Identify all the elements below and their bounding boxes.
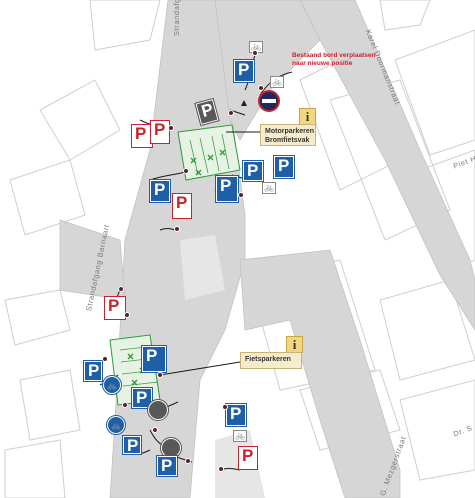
building-block bbox=[379, 279, 475, 381]
parking-letter: P bbox=[161, 456, 173, 475]
callout-motorparkeren: Motorparkeren Bromfietsvak bbox=[260, 124, 316, 146]
parking-letter: P bbox=[238, 60, 250, 79]
anchor-dot bbox=[157, 372, 163, 378]
red-note-line2: naar nieuwe positie bbox=[292, 60, 353, 67]
parking-sign-red-3[interactable]: P bbox=[172, 193, 192, 219]
parking-sign-blue-6[interactable]: P bbox=[141, 345, 167, 373]
bike-icon: 🚲 bbox=[235, 431, 245, 440]
parking-sign-red-5[interactable]: P bbox=[238, 446, 258, 470]
parking-sign-red-2[interactable]: P bbox=[150, 120, 170, 144]
parking-sign-red-4[interactable]: P bbox=[104, 296, 126, 320]
bike-sign-small-4[interactable]: 🚲 bbox=[233, 430, 247, 442]
parking-letter: P bbox=[176, 193, 188, 212]
no-bike-sign[interactable] bbox=[147, 399, 169, 421]
anchor-dot bbox=[183, 168, 189, 174]
parking-sign-blue-2[interactable]: P bbox=[215, 175, 239, 203]
parking-sign-moped-top[interactable]: P bbox=[233, 59, 255, 83]
anchor-dot bbox=[222, 404, 228, 410]
parking-sign-blue-9[interactable]: P bbox=[122, 435, 142, 455]
street-label-strandafgang: Strandafgang bbox=[172, 0, 181, 36]
anchor-dot bbox=[228, 110, 234, 116]
callout-fietsparkeren: Fietsparkeren bbox=[240, 352, 302, 369]
red-note-line1: Bestaand bord verplaatsen bbox=[292, 52, 376, 59]
bike-icon: 🚲 bbox=[107, 380, 117, 390]
parking-sign-blue-7[interactable]: P bbox=[131, 387, 153, 409]
red-note: Bestaand bord verplaatsen naar nieuwe po… bbox=[292, 52, 375, 68]
bike-icon: 🚲 bbox=[251, 42, 261, 51]
parking-sign-blue-8[interactable]: P bbox=[156, 455, 178, 477]
parking-letter: P bbox=[220, 176, 232, 195]
building-block bbox=[4, 289, 71, 346]
road-mezger bbox=[239, 249, 401, 498]
building-block bbox=[4, 439, 66, 498]
bike-sign-small-2[interactable]: 🚲 bbox=[270, 76, 284, 88]
arrow-up-icon bbox=[241, 100, 247, 106]
bike-path-round-sign[interactable]: 🚲 bbox=[102, 375, 122, 395]
anchor-dot bbox=[102, 356, 108, 362]
bike-icon: 🚲 bbox=[272, 77, 282, 86]
anchor-dot bbox=[118, 286, 124, 292]
info-icon-motor[interactable]: i bbox=[299, 108, 316, 125]
anchor-dot bbox=[185, 458, 191, 464]
parking-letter: P bbox=[135, 124, 147, 143]
road-island bbox=[180, 235, 225, 300]
bike-path-round-sign-2[interactable]: 🚲 bbox=[106, 415, 126, 435]
callout-motor-line1: Motorparkeren bbox=[265, 128, 315, 135]
parking-letter: P bbox=[127, 436, 139, 455]
parking-sign-blue-3[interactable]: P bbox=[242, 160, 264, 182]
anchor-dot bbox=[168, 125, 174, 131]
parking-letter: P bbox=[199, 99, 216, 122]
road-karel-doorman bbox=[299, 0, 475, 331]
info-icon-fiets[interactable]: i bbox=[286, 336, 303, 353]
parking-sign-blue-4[interactable]: P bbox=[273, 155, 295, 179]
building-block bbox=[394, 29, 475, 156]
parking-sign-blue-5[interactable]: P bbox=[83, 360, 103, 382]
parking-letter: P bbox=[154, 180, 166, 199]
no-bike-sign-2[interactable] bbox=[160, 437, 182, 459]
parking-letter: P bbox=[247, 161, 259, 180]
anchor-dot bbox=[252, 50, 258, 56]
building-block bbox=[379, 0, 431, 31]
anchor-dot bbox=[124, 312, 130, 318]
callout-motor-line2: Bromfietsvak bbox=[265, 136, 310, 144]
anchor-dot bbox=[238, 192, 244, 198]
anchor-dot bbox=[122, 402, 128, 408]
parking-letter: P bbox=[88, 361, 100, 380]
anchor-dot bbox=[152, 427, 158, 433]
building-block bbox=[19, 369, 81, 441]
parking-letter: P bbox=[242, 446, 254, 465]
parking-letter: P bbox=[136, 388, 148, 407]
parking-letter: P bbox=[146, 346, 158, 365]
building-block bbox=[399, 379, 475, 481]
building-block bbox=[89, 0, 161, 51]
parking-sign-blue-1[interactable]: P bbox=[149, 179, 171, 203]
building-block bbox=[39, 79, 121, 161]
bike-icon: 🚲 bbox=[111, 420, 121, 430]
bike-sign-small-3[interactable]: 🚲 bbox=[262, 182, 276, 194]
anchor-dot bbox=[218, 466, 224, 472]
building-block bbox=[9, 159, 86, 236]
parking-letter: P bbox=[230, 404, 242, 423]
parking-letter: P bbox=[278, 156, 290, 175]
anchor-dot bbox=[174, 226, 180, 232]
parking-letter: P bbox=[108, 296, 120, 315]
no-entry-sign[interactable] bbox=[258, 90, 280, 112]
callout-fiets-line1: Fietsparkeren bbox=[245, 356, 291, 363]
parking-letter: P bbox=[154, 120, 166, 139]
bike-icon: 🚲 bbox=[264, 183, 274, 192]
moped-zone bbox=[177, 124, 241, 181]
anchor-dot bbox=[258, 85, 264, 91]
parking-sign-blue-10[interactable]: P bbox=[225, 403, 247, 427]
